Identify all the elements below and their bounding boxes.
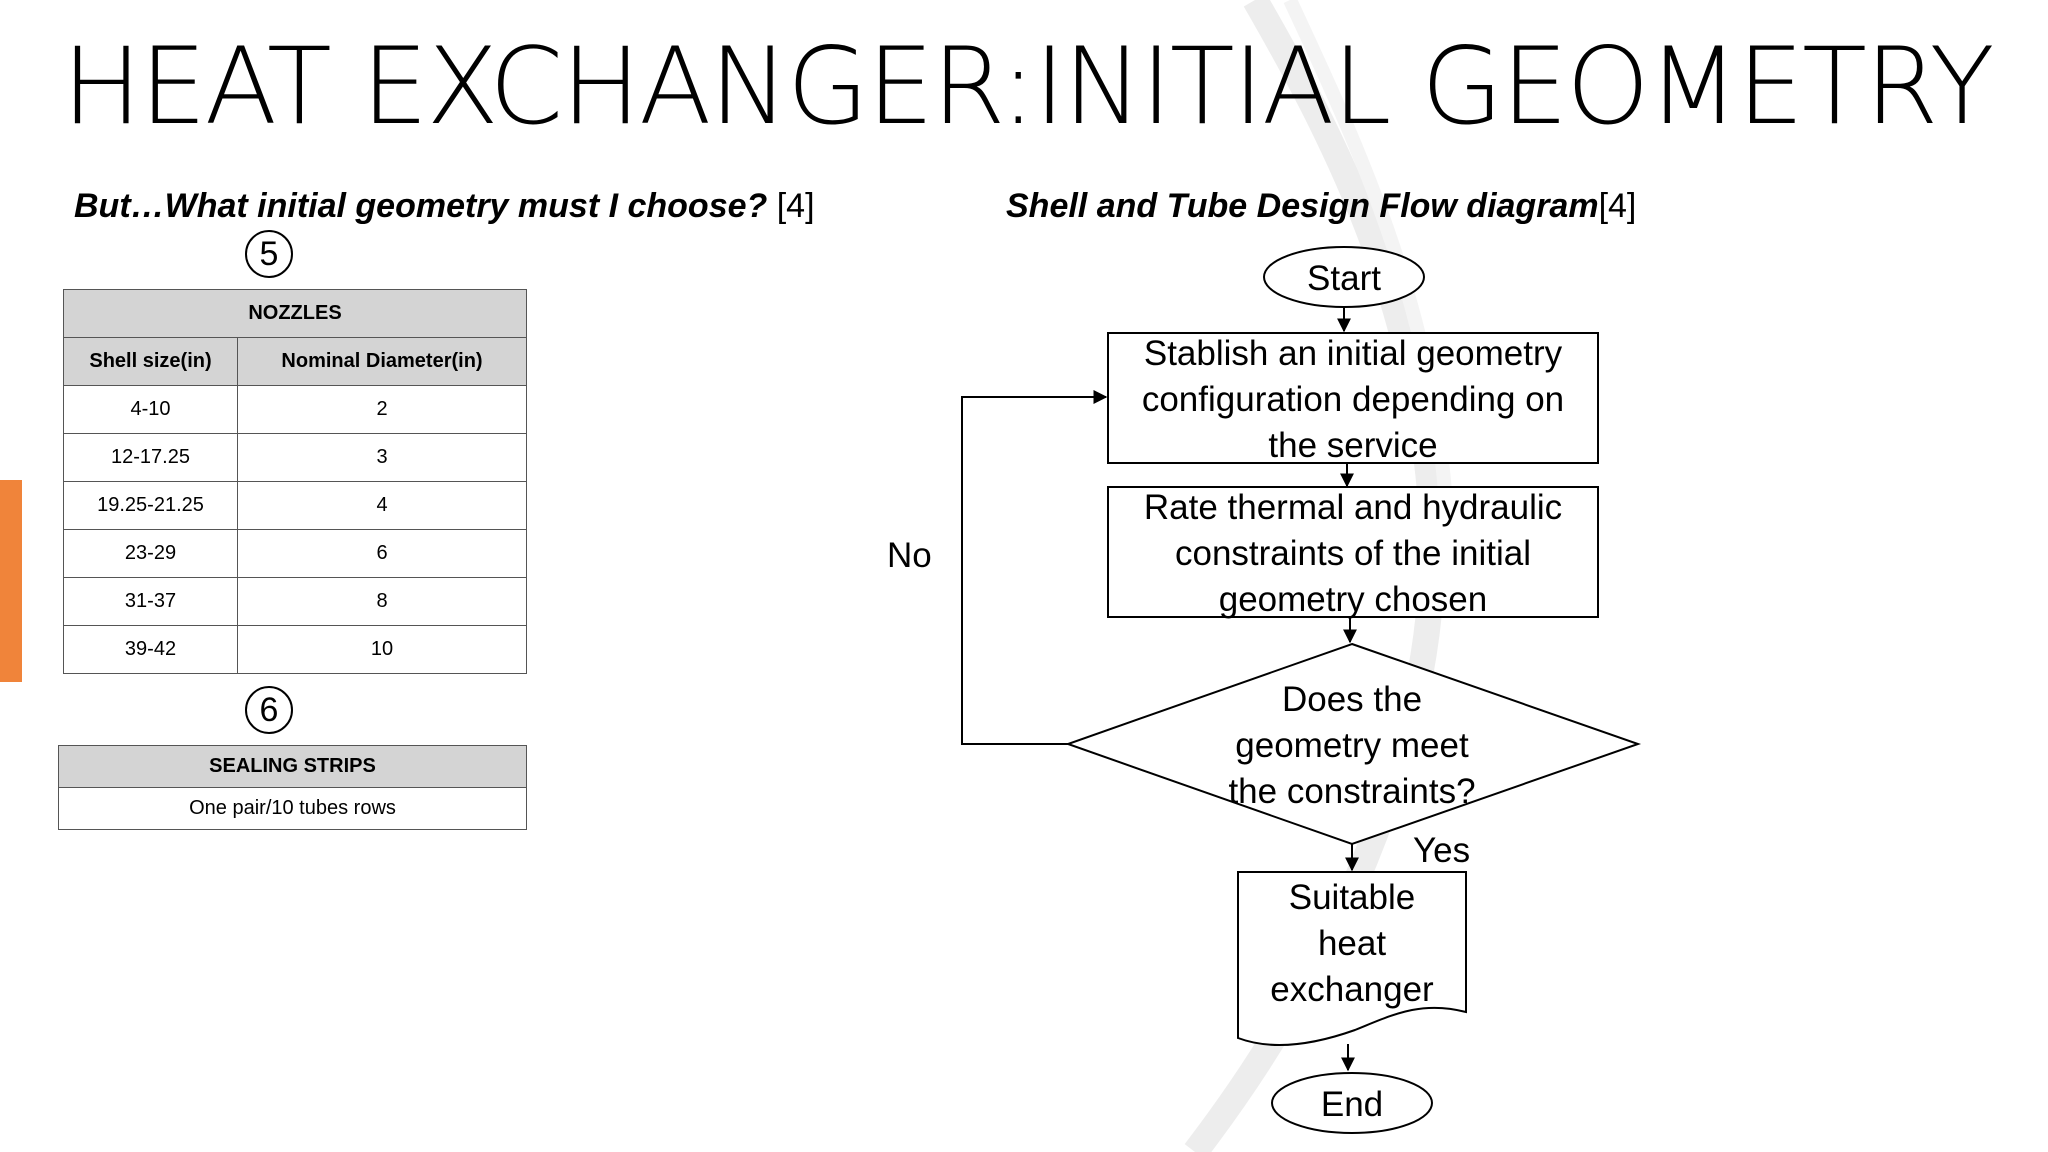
step-initial-geometry-box xyxy=(1107,332,1599,464)
no-loop-connector xyxy=(961,390,1108,745)
result-line-2: heat xyxy=(1318,924,1386,963)
sealing-strips-title: SEALING STRIPS xyxy=(58,745,527,788)
nozzles-table-title: NOZZLES xyxy=(63,289,527,338)
decision-line-3: the constraints? xyxy=(1228,772,1475,811)
shell-size-cell: 39-42 xyxy=(63,625,238,674)
nominal-diameter-cell: 8 xyxy=(237,577,527,626)
column-header-shell-size: Shell size(in) xyxy=(63,337,238,386)
accent-bar xyxy=(0,480,22,682)
nominal-diameter-cell: 3 xyxy=(237,433,527,482)
step1-line-1: Stablish an initial geometry xyxy=(1144,334,1563,373)
shell-size-cell: 4-10 xyxy=(63,385,238,434)
decision-line-2: geometry meet xyxy=(1235,726,1469,765)
yes-label: Yes xyxy=(1413,831,1470,870)
shell-size-cell: 12-17.25 xyxy=(63,433,238,482)
decision-line-1: Does the xyxy=(1282,680,1422,719)
shell-size-cell: 19.25-21.25 xyxy=(63,481,238,530)
flow-heading-text: Shell and Tube Design Flow diagram xyxy=(1006,187,1599,225)
end-terminal xyxy=(1271,1072,1433,1134)
result-document-shape xyxy=(1237,871,1467,1046)
nominal-diameter-cell: 2 xyxy=(237,385,527,434)
column-header-nominal-diameter: Nominal Diameter(in) xyxy=(237,337,527,386)
slide-title: HEAT EXCHANGER:INITIAL GEOMETRY xyxy=(62,25,1994,148)
start-label: Start xyxy=(1307,259,1381,298)
nominal-diameter-cell: 10 xyxy=(237,625,527,674)
step2-line-1: Rate thermal and hydraulic xyxy=(1144,488,1562,527)
sealing-strips-value: One pair/10 tubes rows xyxy=(58,787,527,830)
result-line-3: exchanger xyxy=(1270,970,1434,1009)
left-question: But…What initial geometry must I choose?… xyxy=(74,184,815,228)
step-rate-constraints-box xyxy=(1107,486,1599,618)
result-line-1: Suitable xyxy=(1289,878,1415,917)
sealing-strips-table: SEALING STRIPS One pair/10 tubes rows xyxy=(58,745,527,830)
step2-line-3: geometry chosen xyxy=(1219,580,1487,619)
question-reference: [4] xyxy=(776,187,815,225)
end-label: End xyxy=(1321,1085,1383,1124)
step2-line-2: constraints of the initial xyxy=(1175,534,1531,573)
step-6-badge: 6 xyxy=(245,686,293,734)
step1-line-2: configuration depending on xyxy=(1142,380,1564,419)
step1-line-3: the service xyxy=(1268,426,1437,465)
flow-heading-reference: [4] xyxy=(1598,187,1637,225)
nominal-diameter-cell: 4 xyxy=(237,481,527,530)
step-5-badge: 5 xyxy=(245,230,293,278)
no-label: No xyxy=(887,536,932,575)
nozzles-table: NOZZLES Shell size(in) Nominal Diameter(… xyxy=(63,289,527,674)
question-text: But…What initial geometry must I choose? xyxy=(74,187,768,225)
flow-heading: Shell and Tube Design Flow diagram[4] xyxy=(1006,184,1636,228)
